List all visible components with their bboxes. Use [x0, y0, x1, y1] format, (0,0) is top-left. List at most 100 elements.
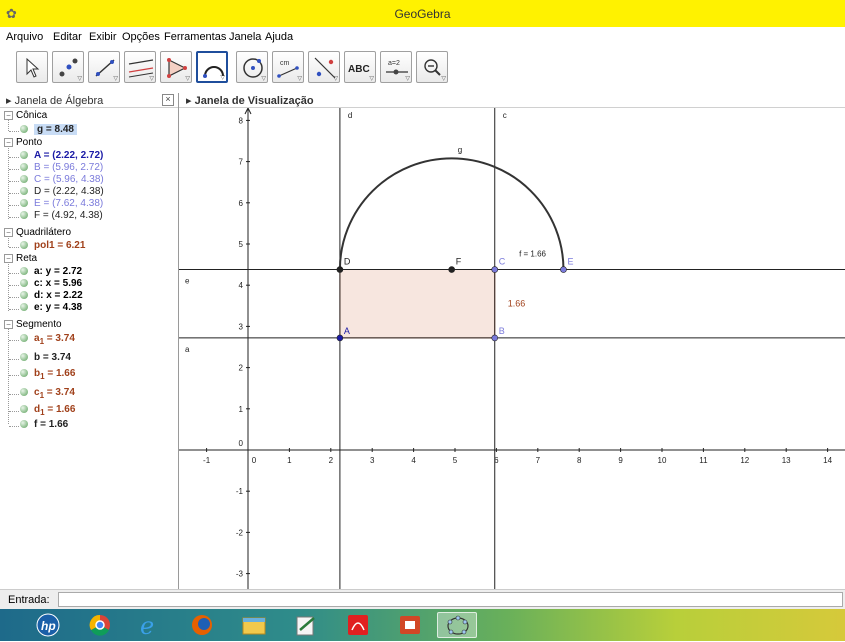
point-f [448, 266, 455, 273]
input-field[interactable] [58, 592, 843, 607]
x-tick-label: -1 [203, 456, 211, 465]
perpendicular-tool-button[interactable]: ▽ [124, 51, 156, 83]
list-item[interactable]: c1 = 3.74 [20, 387, 75, 400]
geogebra-icon[interactable] [437, 612, 477, 638]
point-tool-button[interactable]: ▽ [52, 51, 84, 83]
menu-arquivo[interactable]: Arquivo [6, 31, 44, 43]
menu-ferramentas[interactable]: Ferramentas [164, 31, 227, 43]
y-tick-label: 5 [239, 240, 244, 249]
close-icon[interactable]: × [162, 94, 174, 106]
y-tick-label: -1 [236, 487, 244, 496]
geogebra-icon[interactable]: ✿ [6, 6, 17, 21]
list-item[interactable]: d1 = 1.66 [20, 404, 75, 417]
panel-divider[interactable] [178, 93, 179, 589]
list-item[interactable]: A = (2.22, 2.72) [20, 150, 103, 161]
menu-janela[interactable]: Janela [229, 31, 262, 43]
distance-tool-button[interactable]: cm ▽ [272, 51, 304, 83]
line-icon [95, 59, 115, 77]
circle-tool-button[interactable]: ▽ [236, 51, 268, 83]
y-tick-label: 0 [239, 439, 244, 448]
list-item[interactable]: d: x = 2.22 [20, 290, 83, 301]
y-tick-label: 1 [239, 405, 244, 414]
svg-text:hp: hp [41, 619, 56, 633]
list-item[interactable]: e: y = 4.38 [20, 302, 82, 313]
list-item[interactable]: a: y = 2.72 [20, 266, 82, 277]
ppt-icon[interactable] [390, 612, 430, 638]
x-tick-label: 6 [494, 456, 499, 465]
pdf-icon[interactable] [338, 612, 378, 638]
reflect-icon [314, 57, 336, 79]
list-item[interactable]: c: x = 5.96 [20, 278, 82, 289]
point-label-f: F [456, 257, 462, 267]
list-item[interactable]: C = (5.96, 4.38) [20, 174, 104, 185]
menu-exibir[interactable]: Exibir [89, 31, 117, 43]
line-tool-button[interactable]: ▽ [88, 51, 120, 83]
graphics-header[interactable]: ▸ Janela de Visualização [186, 95, 314, 107]
x-tick-label: 5 [453, 456, 458, 465]
polygon-tool-button[interactable]: ▽ [160, 51, 192, 83]
menu-ajuda[interactable]: Ajuda [265, 31, 294, 43]
group-quadrilatero[interactable]: −Quadrilátero [4, 227, 71, 238]
firefox-icon[interactable] [182, 612, 222, 638]
list-item[interactable]: b = 3.74 [20, 352, 71, 363]
slider-tool-button[interactable]: a=2 ▽ [380, 51, 412, 83]
y-axis-arrow [244, 106, 252, 115]
menu-opcoes[interactable]: Opções [122, 31, 160, 43]
x-tick-label: 12 [740, 456, 749, 465]
list-item[interactable]: g = 8.48 [20, 124, 77, 135]
point-e [560, 266, 567, 273]
x-tick-label: 4 [411, 456, 416, 465]
x-tick-label: 10 [658, 456, 667, 465]
x-tick-label: 14 [823, 456, 832, 465]
semicircle-g [338, 157, 565, 270]
point-b [491, 334, 499, 342]
group-conica[interactable]: −Cônica [4, 110, 47, 121]
polygon-icon [167, 58, 187, 78]
chrome-icon[interactable] [80, 612, 120, 638]
label-rect: 1.66 [508, 299, 526, 309]
y-tick-label: 2 [239, 364, 244, 373]
move-tool-button[interactable] [16, 51, 48, 83]
y-tick-label: 8 [239, 116, 244, 125]
point-d [336, 266, 344, 273]
list-item[interactable]: F = (4.92, 4.38) [20, 210, 103, 221]
x-tick-label: 7 [536, 456, 541, 465]
semicircle-tool-button[interactable]: ▽ [196, 51, 228, 83]
list-item[interactable]: b1 = 1.66 [20, 368, 75, 381]
point-label-d: D [344, 257, 351, 267]
hp-logo[interactable]: hp [28, 612, 68, 638]
polygon-pol1 [339, 269, 496, 339]
explorer-icon[interactable] [234, 612, 274, 638]
label-line-e: e [185, 277, 190, 286]
toolbar: ▽ ▽ ▽ ▽ ▽ ▽ cm ▽ ▽ ABC ▽ a=2 ▽ ▽ [0, 47, 845, 93]
list-item[interactable]: pol1 = 6.21 [20, 240, 85, 251]
point-icon [59, 58, 78, 77]
x-tick-label: 3 [370, 456, 375, 465]
menu-bar: Arquivo Editar Exibir Opções Ferramentas… [0, 27, 845, 47]
algebra-header[interactable]: ▸ Janela de Álgebra [6, 95, 104, 107]
list-item[interactable]: B = (5.96, 2.72) [20, 162, 103, 173]
group-ponto[interactable]: −Ponto [4, 137, 42, 148]
cursor-icon [26, 57, 40, 78]
x-tick-label: 11 [699, 456, 708, 465]
window-title: GeoGebra [394, 7, 451, 21]
panel-headers: ▸ Janela de Álgebra × ▸ Janela de Visual… [0, 93, 845, 108]
y-tick-label: 7 [239, 158, 244, 167]
list-item[interactable]: f = 1.66 [20, 419, 68, 430]
ie-icon[interactable]: e [130, 612, 170, 640]
notes-icon[interactable] [286, 612, 326, 638]
group-segmento[interactable]: −Segmento [4, 319, 62, 330]
perpendicular-icon [128, 59, 154, 78]
reflect-tool-button[interactable]: ▽ [308, 51, 340, 83]
list-item[interactable]: a1 = 3.74 [20, 333, 75, 346]
list-item[interactable]: D = (2.22, 4.38) [20, 186, 104, 197]
list-item[interactable]: E = (7.62, 4.38) [20, 198, 103, 209]
x-tick-label: 9 [618, 456, 623, 465]
label-line-d: d [348, 111, 352, 120]
zoom-tool-button[interactable]: ▽ [416, 51, 448, 83]
menu-editar[interactable]: Editar [53, 31, 82, 43]
slider-icon: a=2 [386, 60, 408, 75]
text-tool-button[interactable]: ABC ▽ [344, 51, 376, 83]
